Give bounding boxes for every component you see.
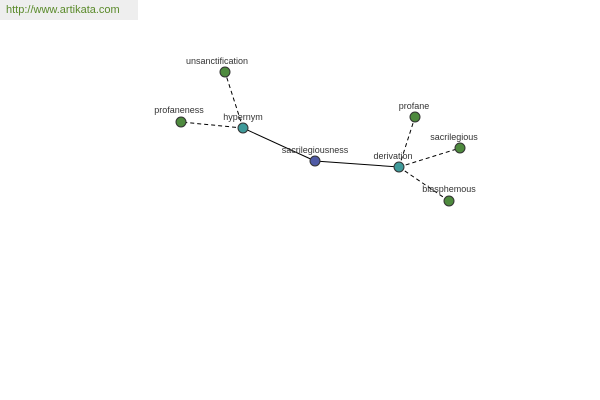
node-hypernym[interactable]: hypernym <box>223 112 263 134</box>
edge-sacrilegiousness-hypernym <box>242 127 316 162</box>
node-label-blasphemous[interactable]: blasphemous <box>422 184 476 194</box>
graph-edges <box>180 71 461 202</box>
node-circle-blasphemous[interactable] <box>443 195 455 207</box>
node-circle-sacrilegiousness[interactable] <box>309 155 321 167</box>
edge-derivation-profane <box>398 116 416 168</box>
node-label-hypernym[interactable]: hypernym <box>223 112 263 122</box>
edge-hypernym-profaneness <box>180 121 244 129</box>
node-circle-hypernym[interactable] <box>237 122 249 134</box>
graph-nodes: sacrilegiousness hypernym derivation unsanc… <box>154 56 478 207</box>
node-label-sacrilegious[interactable]: sacrilegious <box>430 132 478 142</box>
watermark-link[interactable]: http://www.artikata.com <box>0 0 138 20</box>
edge-sacrilegiousness-derivation <box>314 160 400 168</box>
node-label-sacrilegiousness[interactable]: sacrilegiousness <box>282 145 349 155</box>
edge-derivation-blasphemous <box>398 166 450 202</box>
node-label-profane[interactable]: profane <box>399 101 430 111</box>
node-circle-profane[interactable] <box>409 111 421 123</box>
node-circle-derivation[interactable] <box>393 161 405 173</box>
node-blasphemous[interactable]: blasphemous <box>422 184 476 207</box>
edge-derivation-sacrilegious <box>398 147 461 168</box>
node-circle-profaneness[interactable] <box>175 116 187 128</box>
node-sacrilegious[interactable]: sacrilegious <box>430 132 478 154</box>
node-label-derivation[interactable]: derivation <box>373 151 412 161</box>
node-profane[interactable]: profane <box>399 101 430 123</box>
node-label-profaneness[interactable]: profaneness <box>154 105 204 115</box>
edge-hypernym-unsanctification <box>224 71 244 129</box>
node-circle-sacrilegious[interactable] <box>454 142 466 154</box>
node-profaneness[interactable]: profaneness <box>154 105 204 128</box>
node-unsanctification[interactable]: unsanctification <box>186 56 248 78</box>
node-label-unsanctification[interactable]: unsanctification <box>186 56 248 66</box>
node-derivation[interactable]: derivation <box>373 151 413 173</box>
node-sacrilegiousness[interactable]: sacrilegiousness <box>282 145 349 167</box>
node-circle-unsanctification[interactable] <box>219 66 231 78</box>
